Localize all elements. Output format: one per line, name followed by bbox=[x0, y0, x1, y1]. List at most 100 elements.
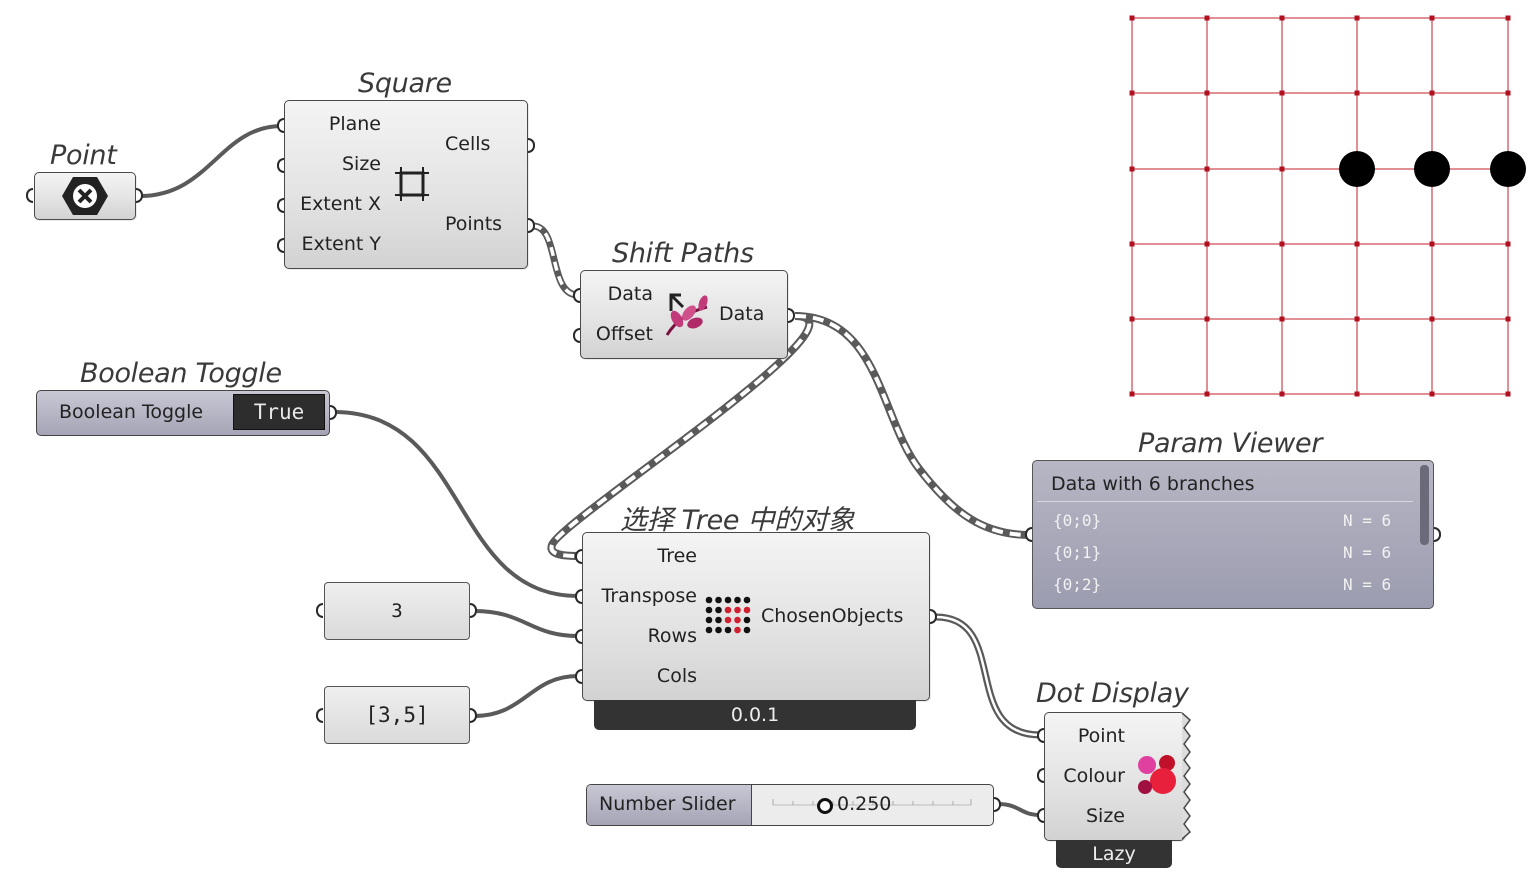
choose-output-chosen: ChosenObjects bbox=[761, 605, 904, 627]
dot-point-grip[interactable] bbox=[1037, 728, 1044, 743]
matrix-dot bbox=[715, 606, 722, 614]
cols-panel-output-grip[interactable] bbox=[470, 708, 477, 723]
square-cells-grip[interactable] bbox=[528, 138, 535, 153]
highlight-dot bbox=[1490, 151, 1526, 187]
matrix-dot bbox=[715, 596, 722, 604]
matrix-dot bbox=[734, 626, 741, 634]
square-input-size: Size bbox=[341, 153, 381, 175]
shift-data-output-grip[interactable] bbox=[788, 308, 795, 323]
matrix-dot bbox=[724, 616, 732, 624]
boolean-toggle-value[interactable]: True bbox=[233, 394, 325, 430]
grid-node bbox=[1429, 15, 1435, 21]
square-output-cells: Cells bbox=[445, 133, 491, 155]
boolean-toggle[interactable]: Boolean Toggle True bbox=[36, 390, 330, 436]
slider-output-grip[interactable] bbox=[994, 797, 1001, 812]
grid-node bbox=[1505, 15, 1511, 21]
matrix-dot bbox=[715, 626, 722, 634]
rows-panel-output-grip[interactable] bbox=[470, 603, 477, 618]
choose-chosen-grip[interactable] bbox=[930, 609, 937, 624]
square-plane-grip[interactable] bbox=[277, 118, 284, 133]
square-component[interactable]: Plane Size Extent X Extent Y Cells Point… bbox=[284, 100, 528, 269]
grid-node bbox=[1204, 166, 1210, 172]
boolean-toggle-title: Boolean Toggle bbox=[80, 358, 282, 389]
grid-node bbox=[1354, 15, 1360, 21]
point-component[interactable] bbox=[34, 172, 136, 220]
wire-point-to-plane bbox=[139, 124, 283, 198]
grid-node bbox=[1129, 241, 1135, 247]
rows-panel-value: 3 bbox=[391, 600, 403, 622]
slider-track[interactable] bbox=[767, 791, 977, 819]
dot-input-colour: Colour bbox=[1063, 765, 1125, 787]
rows-panel[interactable]: 3 bbox=[324, 582, 470, 640]
highlight-dot bbox=[1414, 151, 1450, 187]
dot-input-point: Point bbox=[1077, 725, 1125, 747]
dot-display-icon bbox=[1138, 755, 1176, 794]
grid-node bbox=[1354, 90, 1360, 96]
shift-data-grip[interactable] bbox=[573, 288, 580, 303]
wire-toggle-to-transpose bbox=[333, 410, 579, 598]
grid-node bbox=[1204, 391, 1210, 397]
matrix-dot bbox=[734, 616, 741, 624]
dot-display-component[interactable]: Point Colour Size bbox=[1044, 712, 1185, 841]
choose-transpose-grip[interactable] bbox=[575, 589, 582, 604]
param-viewer-row-path: {0;2} bbox=[1053, 575, 1102, 594]
grid-node bbox=[1429, 241, 1435, 247]
slider-knob[interactable] bbox=[817, 798, 833, 814]
square-output-points: Points bbox=[445, 213, 503, 235]
choose-input-transpose: Transpose bbox=[601, 585, 697, 607]
wire-rows bbox=[473, 609, 579, 638]
choose-tree-component[interactable]: Tree Transpose Rows Cols ChosenObjects bbox=[582, 532, 930, 701]
choose-cols-grip[interactable] bbox=[575, 669, 582, 684]
param-viewer-row-path: {0;1} bbox=[1053, 543, 1102, 562]
point-output-grip[interactable] bbox=[136, 188, 143, 203]
choose-rows-grip[interactable] bbox=[575, 629, 582, 644]
dot-colour-grip[interactable] bbox=[1037, 768, 1044, 783]
param-viewer-input-grip[interactable] bbox=[1025, 527, 1032, 542]
grid-node bbox=[1279, 15, 1285, 21]
dot-size-grip[interactable] bbox=[1037, 808, 1044, 823]
matrix-dot bbox=[743, 596, 751, 604]
square-extent-x-grip[interactable] bbox=[277, 198, 284, 213]
param-viewer[interactable]: Data with 6 branches {0;0} N = 6 {0;1} N… bbox=[1032, 460, 1434, 609]
square-size-grip[interactable] bbox=[277, 158, 284, 173]
shift-paths-component[interactable]: Data Offset Data bbox=[580, 270, 788, 359]
matrix-dot bbox=[743, 606, 751, 614]
grid-node bbox=[1354, 391, 1360, 397]
choose-tree-grip[interactable] bbox=[575, 549, 582, 564]
grid-node bbox=[1279, 241, 1285, 247]
matrix-dot bbox=[715, 616, 722, 624]
cols-panel-input-grip[interactable] bbox=[316, 708, 323, 723]
param-viewer-row-count: N = 6 bbox=[1343, 575, 1392, 594]
square-extent-y-grip[interactable] bbox=[277, 238, 284, 253]
grid-node bbox=[1129, 15, 1135, 21]
choose-input-cols: Cols bbox=[656, 665, 697, 687]
square-input-plane: Plane bbox=[328, 113, 381, 135]
cols-panel[interactable]: [3,5] bbox=[324, 686, 470, 744]
param-viewer-header: Data with 6 branches bbox=[1051, 473, 1255, 495]
param-viewer-output-grip[interactable] bbox=[1434, 527, 1441, 542]
grid-node bbox=[1429, 90, 1435, 96]
param-viewer-scrollbar[interactable] bbox=[1420, 465, 1429, 545]
dot-input-size: Size bbox=[1085, 805, 1125, 827]
matrix-dot bbox=[724, 626, 732, 634]
grid-node bbox=[1505, 391, 1511, 397]
toggle-output-grip[interactable] bbox=[330, 405, 337, 420]
matrix-dot bbox=[734, 606, 741, 614]
matrix-dot bbox=[705, 616, 713, 624]
number-slider[interactable]: Number Slider 0.250 bbox=[586, 784, 994, 826]
wire-chosen-to-point bbox=[935, 613, 1041, 739]
matrix-dot bbox=[705, 626, 713, 634]
choose-input-rows: Rows bbox=[647, 625, 697, 647]
shift-paths-icon bbox=[665, 293, 708, 336]
rows-panel-input-grip[interactable] bbox=[316, 603, 323, 618]
point-input-grip[interactable] bbox=[26, 188, 33, 203]
hexagon-x-icon bbox=[62, 177, 108, 215]
grid-node bbox=[1204, 316, 1210, 322]
square-input-extent-x: Extent X bbox=[300, 193, 381, 215]
square-points-grip[interactable] bbox=[528, 218, 535, 233]
shift-offset-grip[interactable] bbox=[573, 328, 580, 343]
slider-label-box: Number Slider bbox=[587, 785, 752, 825]
square-grid-icon bbox=[395, 167, 429, 201]
matrix-dot bbox=[724, 596, 732, 604]
highlight-dots bbox=[1339, 151, 1526, 187]
